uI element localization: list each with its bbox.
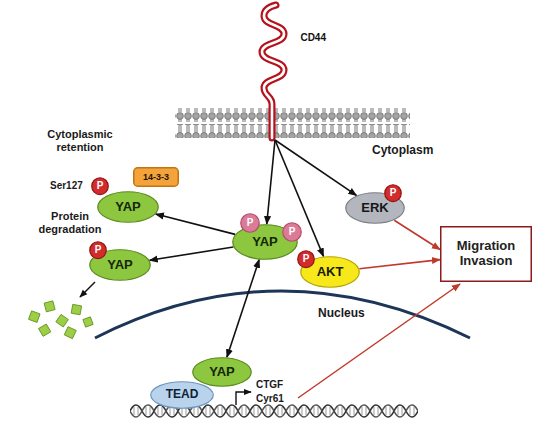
phospho-site: P: [282, 222, 302, 242]
yap-protein-outline: [193, 358, 252, 387]
label-anchor: Protein degradation: [30, 210, 110, 236]
phospho-site-outline: [241, 214, 260, 233]
annotation-text: Cytoplasmic retention: [35, 128, 125, 154]
fragment: [44, 301, 55, 312]
receptor-core: [262, 5, 284, 138]
signal-arrow: [394, 220, 440, 249]
node-text: CD44: [300, 32, 326, 44]
signal-arrow: [267, 140, 275, 224]
compartment-label: Cytoplasm: [372, 143, 433, 157]
phospho-site-outline: [385, 185, 402, 202]
signal-arrow: [150, 247, 234, 260]
gene-name: Cyr61: [256, 393, 284, 405]
label-anchor: Cytoplasmic retention: [35, 128, 125, 154]
phospho-site-outline: [283, 223, 302, 242]
fragment: [29, 311, 41, 323]
node-text: P: [95, 244, 102, 256]
node-text: P: [303, 253, 310, 265]
label-anchor: CTGF: [256, 379, 283, 391]
signal-arrow: [359, 260, 440, 269]
phospho-site: P: [89, 241, 107, 259]
yap-protein: YAP: [97, 191, 159, 223]
node-text: AKT: [317, 265, 344, 280]
phospho-site-outline: [92, 178, 109, 195]
annotation-text: Protein degradation: [30, 210, 110, 236]
node-text: TEAD: [166, 388, 199, 402]
fragment: [83, 317, 93, 327]
signal-arrow: [227, 260, 259, 357]
protein-fragments: [29, 301, 94, 339]
label-anchor: Cyr61: [256, 393, 284, 405]
yap-protein: YAP: [192, 357, 252, 387]
outcome-box: Migration Invasion: [440, 226, 532, 282]
phospho-site: P: [91, 177, 109, 195]
phospho-site-outline: [90, 242, 107, 259]
signal-arrow: [275, 140, 356, 195]
node-text: YAP: [252, 235, 278, 250]
label-anchor: Nucleus: [318, 306, 365, 320]
label-anchor: Cytoplasm: [372, 143, 433, 157]
node-text: P: [97, 180, 104, 192]
transcription-factor-outline: [151, 382, 214, 409]
adaptor-protein-outline: [134, 168, 179, 187]
target-gene-arrow: [298, 284, 460, 398]
compartment-label: Nucleus: [318, 306, 365, 320]
fragment: [39, 324, 51, 336]
receptor-label: CD44: [262, 2, 338, 140]
node-text: P: [289, 226, 296, 238]
membrane-inner-leaflet: [175, 124, 410, 138]
nuclear-envelope: [95, 291, 470, 338]
label-anchor: Ser127: [50, 180, 83, 192]
receptor-outline: [262, 5, 284, 138]
adaptor-protein: 14-3-3: [133, 167, 179, 187]
phospho-site: P: [384, 184, 402, 202]
fragment: [56, 314, 69, 327]
phospho-site: P: [240, 213, 260, 233]
degradation-arrow: [80, 282, 95, 297]
yap-protein-outline: [98, 192, 159, 223]
phospho-site: P: [297, 250, 315, 268]
node-text: YAP: [115, 200, 141, 215]
outcome-box-outline: [441, 227, 532, 282]
signal-arrow: [156, 214, 235, 234]
transcription-arrow: [236, 392, 251, 405]
transcription-factor: TEAD: [150, 381, 214, 409]
node-text: 14-3-3: [143, 172, 169, 182]
node-text: YAP: [209, 365, 235, 380]
node-text: ERK: [361, 201, 388, 216]
node-text: P: [390, 187, 397, 199]
fragment: [64, 327, 76, 339]
node-text: Migration Invasion: [440, 239, 532, 269]
membrane-outer-leaflet: [175, 108, 410, 122]
phospho-site-outline: [298, 251, 315, 268]
residue-label: Ser127: [50, 180, 83, 192]
node-text: P: [247, 217, 254, 229]
node-text: YAP: [107, 258, 133, 273]
gene-name: CTGF: [256, 379, 283, 391]
fragment: [71, 304, 81, 314]
